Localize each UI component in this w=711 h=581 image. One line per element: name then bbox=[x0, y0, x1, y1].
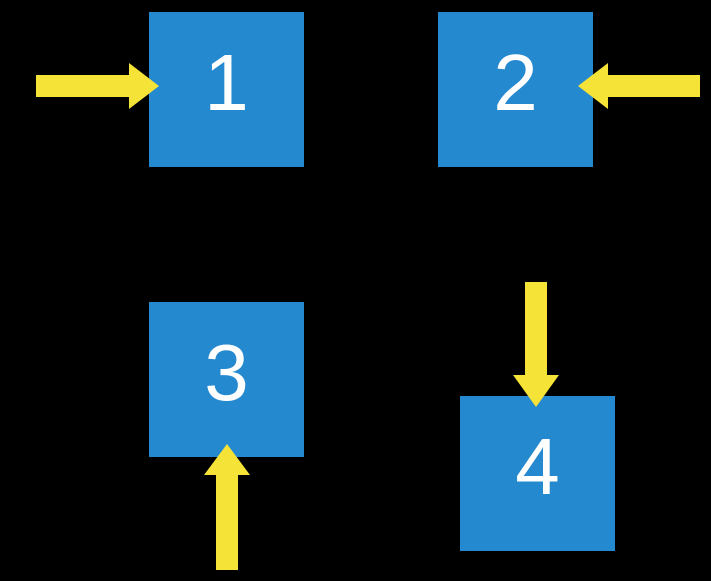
target-square-3[interactable]: 3 bbox=[149, 302, 304, 457]
target-square-4[interactable]: 4 bbox=[460, 396, 615, 551]
square-number-label: 3 bbox=[204, 327, 249, 417]
arrow-shaft bbox=[607, 75, 700, 97]
arrow-shaft bbox=[525, 282, 547, 376]
arrow-head bbox=[204, 444, 250, 475]
arrow-shaft bbox=[216, 474, 238, 570]
square-number-label: 4 bbox=[515, 421, 560, 511]
target-square-2[interactable]: 2 bbox=[438, 12, 593, 167]
arrow-head bbox=[513, 375, 559, 407]
arrow-head bbox=[578, 63, 608, 109]
arrow-up-icon bbox=[204, 444, 250, 570]
square-number-label: 2 bbox=[493, 37, 538, 127]
arrow-left-icon bbox=[578, 63, 700, 109]
target-square-1[interactable]: 1 bbox=[149, 12, 304, 167]
arrow-shaft bbox=[36, 75, 130, 97]
arrow-right-icon bbox=[36, 63, 159, 109]
square-number-label: 1 bbox=[204, 37, 249, 127]
arrow-head bbox=[129, 63, 159, 109]
arrow-down-icon bbox=[513, 282, 559, 407]
